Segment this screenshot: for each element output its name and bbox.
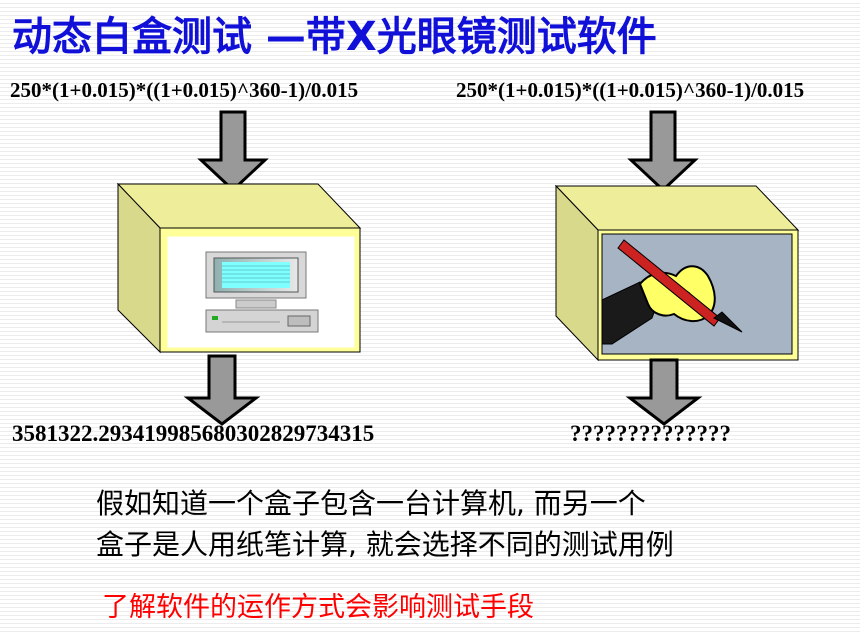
right-result: ?????????????? [570, 421, 731, 446]
hand-writing-pen-icon [601, 239, 743, 345]
left-input-arrow [197, 110, 269, 193]
right-input-arrow [627, 110, 699, 193]
left-formula: 250*(1+0.015)*((1+0.015)^360-1)/0.015 [10, 78, 359, 102]
right-black-box [554, 184, 800, 362]
body-text-line-1: 假如知道一个盒子包含一台计算机, 而另一个 [96, 487, 646, 520]
conclusion-note: 了解软件的运作方式会影响测试手段 [102, 592, 534, 623]
right-output-arrow [625, 358, 703, 426]
body-text-line-2: 盒子是人用纸笔计算, 就会选择不同的测试用例 [96, 528, 674, 561]
left-result: 3581322.293419985680302829734315 [12, 421, 375, 446]
computer-icon [205, 251, 319, 333]
right-formula: 250*(1+0.015)*((1+0.015)^360-1)/0.015 [456, 78, 805, 102]
slide-title: 动态白盒测试 —带X光眼镜测试软件 [12, 14, 657, 60]
left-output-arrow [183, 354, 261, 426]
